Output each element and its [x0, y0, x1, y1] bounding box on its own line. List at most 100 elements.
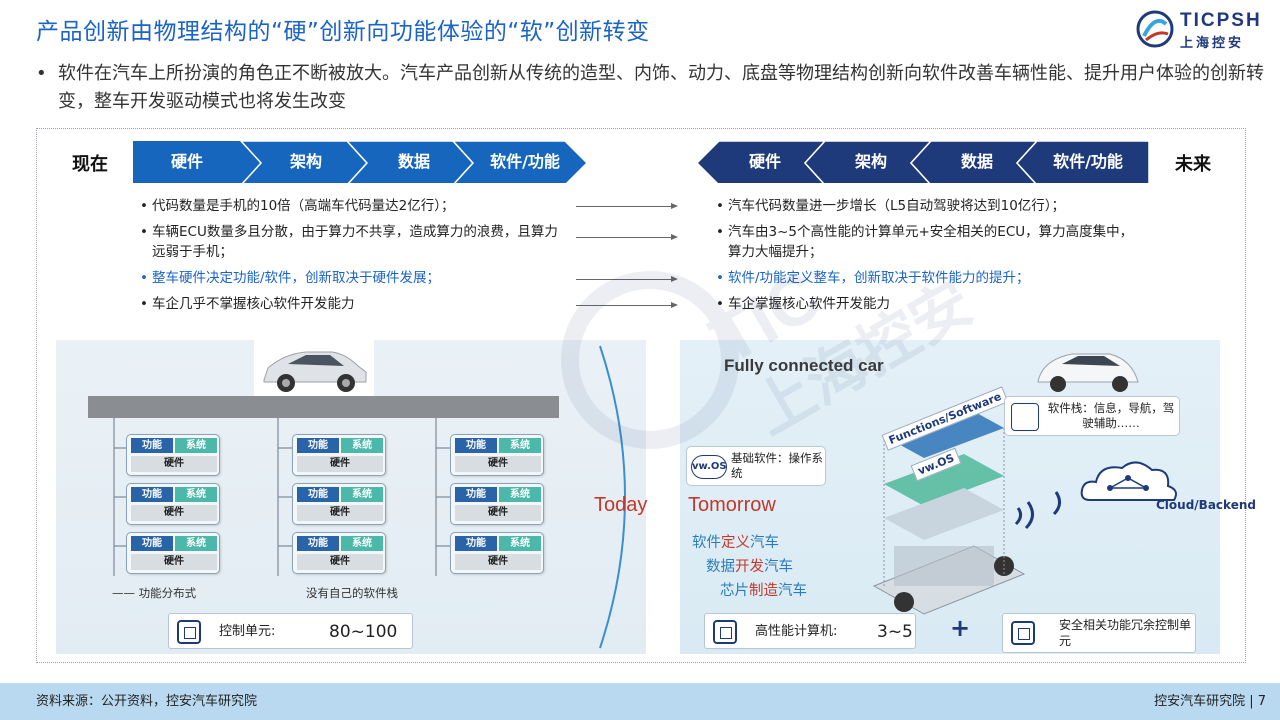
ecu-func: 功能: [131, 536, 173, 551]
tomorrow-label: Tomorrow: [688, 494, 776, 516]
sdv-1b: 定义: [721, 535, 750, 551]
footer-bar: 资料来源：公开资料，控安汽车研究院 控安汽车研究院 | 7: [0, 683, 1280, 720]
sdv-3c: 汽车: [778, 583, 807, 599]
ecu-sys: 系统: [341, 438, 383, 453]
ecu-hw: 硬件: [131, 456, 217, 472]
ecu-hw: 硬件: [131, 505, 217, 521]
sdv-1a: 软件: [692, 535, 721, 551]
now-point-4: 车企几乎不掌握核心软件开发能力: [140, 294, 560, 314]
future-point-1: 汽车代码数量进一步增长（L5自动驾驶将达到10亿行）；: [716, 196, 1136, 216]
future-point-2: 汽车由3~5个高性能的计算单元+安全相关的ECU，算力高度集中，算力大幅提升；: [716, 222, 1136, 262]
ecu-box: 功能系统硬件: [450, 483, 544, 525]
ecu-box: 功能系统硬件: [126, 532, 220, 574]
control-unit-value: 80~100: [329, 622, 398, 642]
today-label: Today: [594, 494, 648, 516]
ecu-box: 功能系统硬件: [450, 434, 544, 476]
now-chevron-architecture: 架构: [289, 152, 322, 171]
ecu-sys: 系统: [175, 438, 217, 453]
footer-org: 控安汽车研究院 | 7: [1154, 694, 1266, 709]
plus-sign: +: [950, 614, 971, 642]
now-chevron-data: 数据: [397, 152, 430, 171]
company-logo: TICPSH 上海控安: [1136, 8, 1266, 51]
ecu-box: 功能系统硬件: [292, 434, 386, 476]
sdv-2a: 数据: [706, 559, 735, 575]
hpc-label: 高性能计算机:: [755, 624, 838, 639]
now-chevron-software: 软件/功能: [490, 152, 560, 171]
ecu-sys: 系统: [175, 487, 217, 502]
chip-icon: [713, 620, 737, 644]
now-chevron-bar: [133, 141, 588, 183]
cloud-backend-label: Cloud/Backend: [1156, 498, 1256, 512]
now-chevron-hardware: 硬件: [170, 152, 203, 171]
logo-mark-icon: [1136, 10, 1174, 48]
ecu-func: 功能: [297, 536, 339, 551]
now-point-3: 整车硬件决定功能/软件，创新取决于硬件发展；: [140, 268, 560, 288]
ecu-func: 功能: [455, 487, 497, 502]
main-bullet-text: 软件在汽车上所扮演的角色正不断被放大。汽车产品创新从传统的造型、内饰、动力、底盘…: [58, 63, 1264, 112]
software-stack-callout: 软件栈：信息，导航，驾驶辅助……: [1004, 396, 1180, 436]
ecu-func: 功能: [455, 536, 497, 551]
sdv-line-3: 芯片制造汽车: [720, 579, 807, 600]
sdv-line-2: 数据开发汽车: [706, 555, 793, 576]
future-label: 未来: [1175, 154, 1211, 175]
control-unit-box: 控制单元: 80~100: [168, 613, 413, 649]
sdv-3b: 制造: [749, 583, 778, 599]
timeline-divider: [599, 345, 626, 649]
cloud-icon: [1080, 461, 1177, 501]
ecu-box: 功能系统硬件: [450, 532, 544, 574]
hpc-value: 3~5: [877, 622, 913, 642]
vwos-badge: vw.OS: [691, 455, 727, 479]
content-frame: [36, 128, 1246, 663]
now-label: 现在: [72, 154, 108, 175]
ecu-func: 功能: [131, 487, 173, 502]
ecu-sys: 系统: [175, 536, 217, 551]
ecu-hw: 硬件: [131, 554, 217, 570]
sdv-2b: 开发: [735, 559, 764, 575]
now-point-2: 车辆ECU数量多且分散，由于算力不共享，造成算力的浪费，且算力远弱于手机；: [140, 222, 560, 262]
arrow-1: [576, 203, 678, 209]
now-points: 代码数量是手机的10倍（高端车代码量达2亿行）； 车辆ECU数量多且分散，由于算…: [140, 196, 560, 320]
ecu-box: 功能系统硬件: [126, 483, 220, 525]
ecu-func: 功能: [297, 438, 339, 453]
ecu-hw: 硬件: [297, 554, 383, 570]
chip-icon: [177, 620, 201, 644]
base-software-text: 基础软件：操作系统: [731, 451, 823, 480]
car-image-today: [254, 340, 374, 398]
ecu-hw: 硬件: [455, 456, 541, 472]
future-chevron-data: 数据: [960, 152, 993, 171]
future-point-4: 车企掌握核心软件开发能力: [716, 294, 1136, 314]
now-point-1: 代码数量是手机的10倍（高端车代码量达2亿行）；: [140, 196, 560, 216]
ecu-sys: 系统: [499, 438, 541, 453]
ecu-sys: 系统: [499, 536, 541, 551]
safety-ecu-label: 安全相关功能冗余控制单元: [1059, 618, 1192, 648]
ecu-box: 功能系统硬件: [292, 483, 386, 525]
ecu-tree-lines: [113, 418, 450, 576]
car-icon: [263, 351, 367, 392]
chip-icon: [1011, 621, 1035, 645]
ecu-sys: 系统: [341, 487, 383, 502]
software-stack-text: 软件栈：信息，导航，驾驶辅助……: [1047, 401, 1175, 430]
future-car-icon: [1037, 353, 1139, 392]
logo-text-en: TICPSH: [1180, 10, 1262, 31]
logo-text-cn: 上海控安: [1180, 36, 1245, 51]
future-chevron-hardware: 硬件: [748, 152, 781, 171]
layers-icon: [1011, 403, 1039, 431]
ecu-hw: 硬件: [297, 456, 383, 472]
main-bullet: • 软件在汽车上所扮演的角色正不断被放大。汽车产品创新从传统的造型、内饰、动力、…: [36, 60, 1266, 116]
sdv-1c: 汽车: [750, 535, 779, 551]
ecu-sys: 系统: [341, 536, 383, 551]
ecu-hw: 硬件: [297, 505, 383, 521]
sdv-3a: 芯片: [720, 583, 749, 599]
label-distributed: —— 功能分布式: [112, 586, 197, 600]
ecu-box: 功能系统硬件: [126, 434, 220, 476]
ecu-hw: 硬件: [455, 505, 541, 521]
future-point-3: 软件/功能定义整车，创新取决于软件能力的提升；: [716, 268, 1136, 288]
future-points: 汽车代码数量进一步增长（L5自动驾驶将达到10亿行）； 汽车由3~5个高性能的计…: [716, 196, 1136, 320]
ecu-box: 功能系统硬件: [292, 532, 386, 574]
ecu-sys: 系统: [499, 487, 541, 502]
hpc-box: 高性能计算机: 3~5: [704, 613, 916, 649]
safety-ecu-box: 安全相关功能冗余控制单元: [1002, 613, 1196, 653]
arrow-3: [576, 276, 678, 282]
ecu-hw: 硬件: [455, 554, 541, 570]
vehicle-bus-bar: [88, 396, 559, 418]
